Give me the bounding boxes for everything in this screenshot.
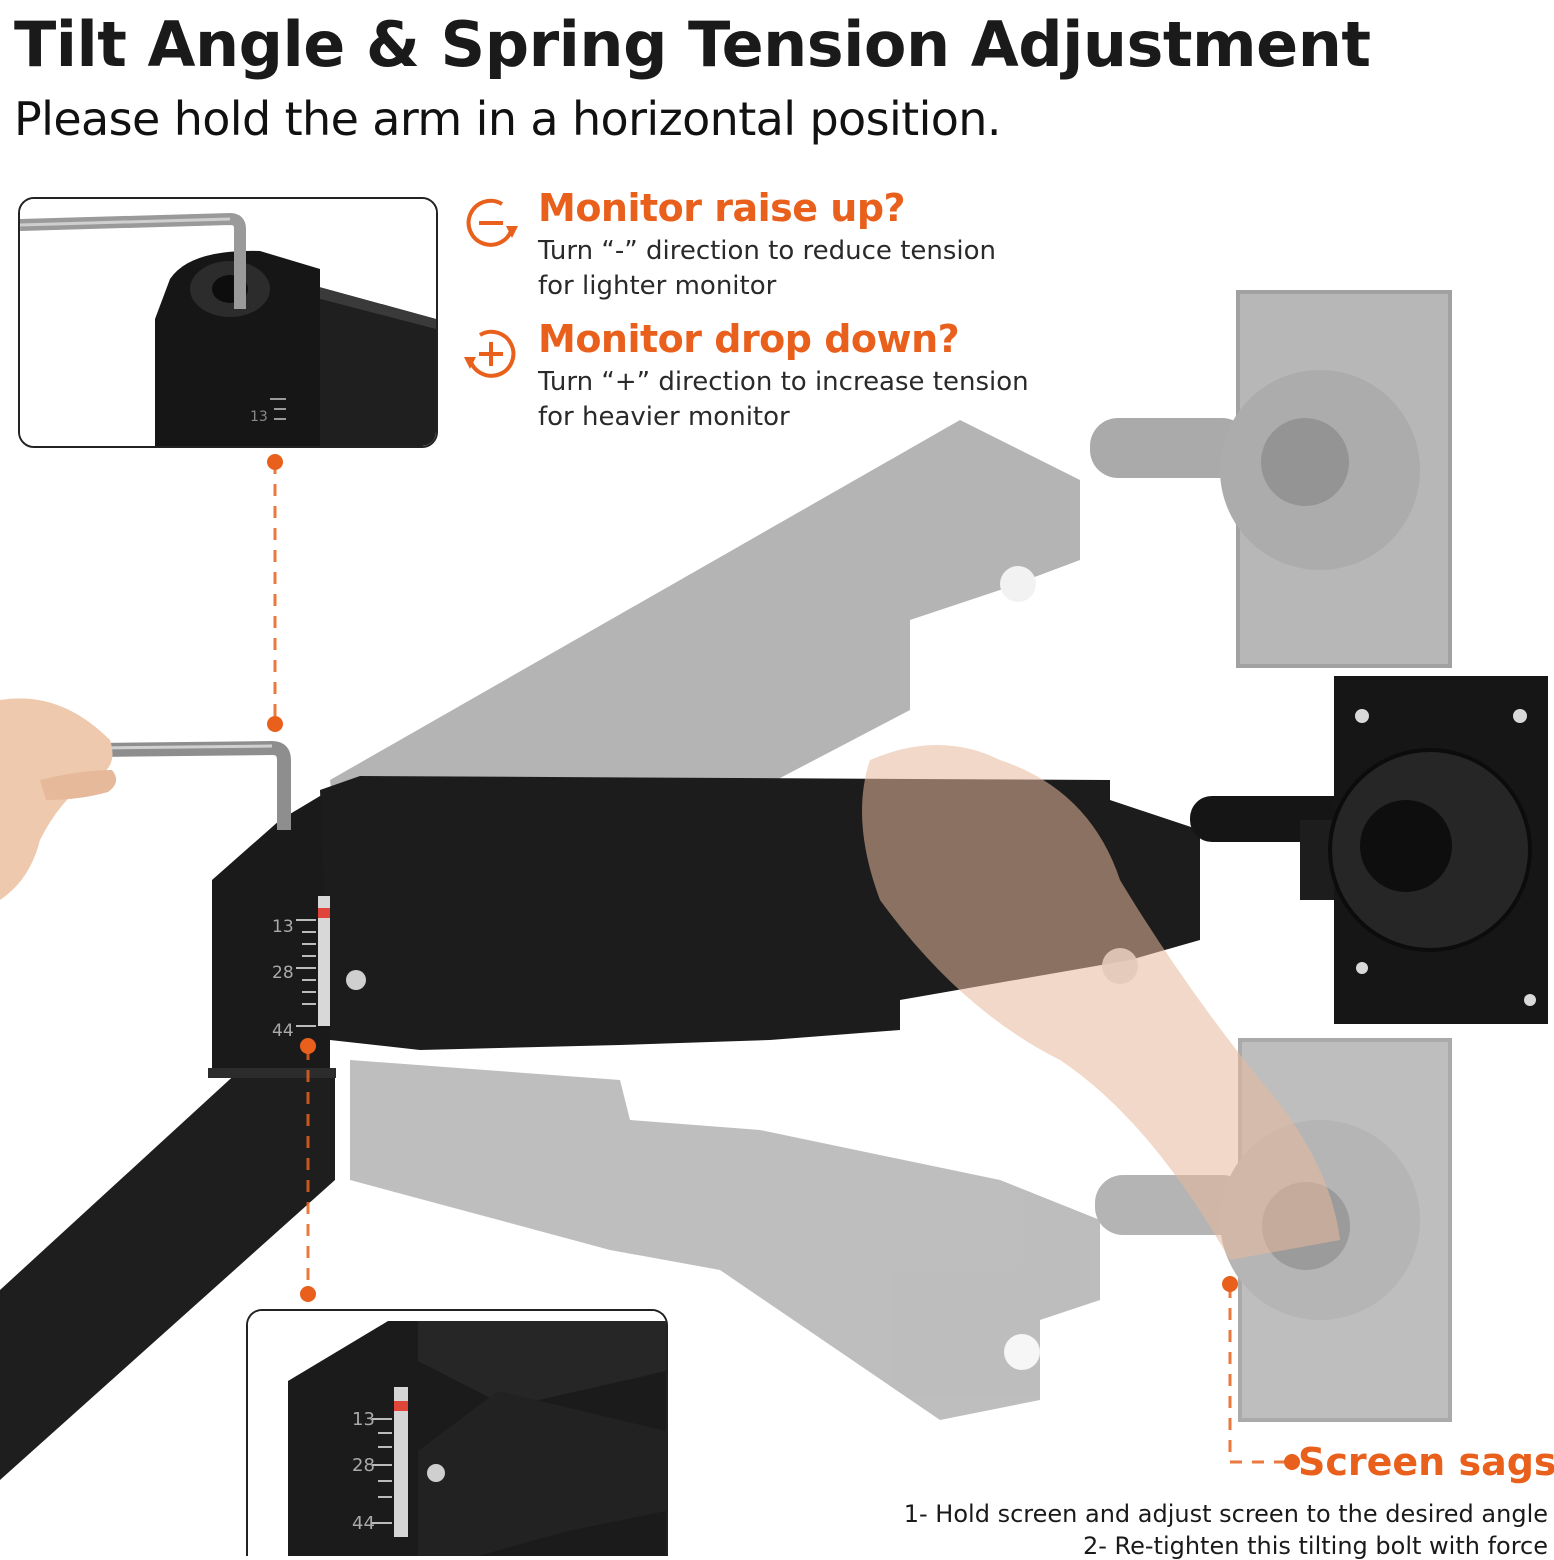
tip-line: for heavier monitor [538,402,790,432]
page-subtitle: Please hold the arm in a horizontal posi… [14,92,1001,146]
scale-close-up-illustration: 13 28 44 [248,1311,666,1556]
tip-line: Turn “+” direction to increase tension [538,367,1029,397]
scale-close-up-inset: 13 28 44 [246,1309,668,1556]
page-title: Tilt Angle & Spring Tension Adjustment [14,8,1371,81]
tip-heading: Monitor drop down? [538,317,960,361]
scale-label: 28 [272,963,294,983]
plus-rotate-icon [462,325,520,383]
tip-line: for lighter monitor [538,271,777,301]
minus-rotate-icon [462,194,520,252]
scale-label: 13 [272,917,294,937]
sag-step-2: 2- Re-tighten this tilting bolt with for… [1082,1532,1548,1560]
tension-scale: 13 28 44 [272,896,330,1041]
tip-heading: Monitor raise up? [538,186,906,230]
svg-text:13: 13 [250,409,268,425]
screen-sags-heading: Screen sags? [1298,1440,1554,1484]
sag-step-1: 1- Hold screen and adjust screen to the … [903,1500,1548,1528]
tension-close-up-inset: 13 [18,197,438,448]
scale-label: 44 [272,1021,294,1041]
scale-label: 44 [352,1513,375,1534]
scale-label: 28 [352,1455,375,1476]
tip-line: Turn “-” direction to reduce tension [538,236,997,266]
scale-label: 13 [352,1409,375,1430]
tension-close-up-illustration: 13 [20,199,436,446]
